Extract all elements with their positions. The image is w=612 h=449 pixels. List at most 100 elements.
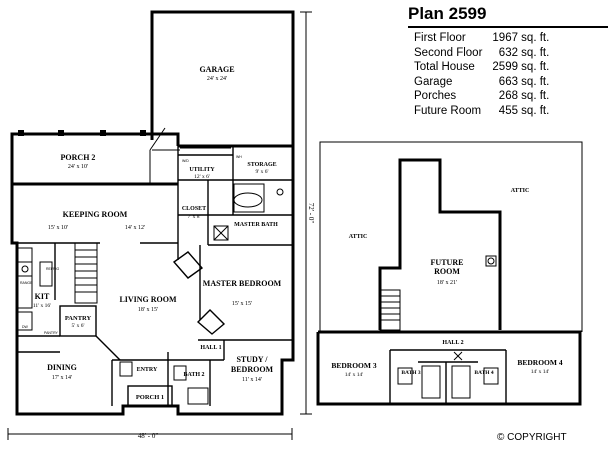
area-value: 632 sq. ft. [498, 46, 550, 59]
keeping-room-label: KEEPING ROOM [63, 210, 128, 219]
chimney-flue [487, 257, 495, 265]
pantry-label: PANTRY [65, 315, 92, 322]
attic-access-x [453, 351, 463, 361]
dining-size: 17' x 14' [52, 375, 72, 381]
area-value: 663 sq. ft. [498, 75, 550, 88]
area-label: First Floor [414, 32, 466, 44]
width-dimension: 48' - 0" [138, 432, 159, 440]
second-floor-plan: ATTIC ATTIC FUTURE ROOM 18' x 21' HALL 2… [316, 141, 583, 406]
area-label: Second Floor [414, 46, 483, 59]
porch2-size: 24' x 10' [68, 164, 88, 170]
utility-label: UTILITY [189, 167, 215, 173]
area-label: Future Room [414, 104, 482, 117]
bedroom3-label: BEDROOM 3 [331, 361, 376, 370]
dw-label: DW [22, 325, 29, 329]
pantry-fixture-label: PANTRY [44, 331, 59, 335]
garage-label: GARAGE [199, 65, 234, 74]
living-room-label: LIVING ROOM [119, 295, 177, 304]
attic-outline [319, 141, 583, 332]
area-label: Porches [414, 90, 457, 102]
porch1-outline [127, 385, 173, 407]
area-row: Second Floor 632 sq. ft. [414, 47, 549, 62]
living-room-size: 18' x 15' [138, 307, 158, 313]
attic-right-label: ATTIC [511, 188, 530, 194]
storage-label: STORAGE [247, 162, 276, 168]
fireplace-2 [196, 309, 226, 335]
burner [21, 265, 29, 273]
master-bedroom-label: MASTER BEDROOM [203, 279, 282, 288]
hall2-label: HALL 2 [442, 340, 463, 346]
angled-wall [95, 335, 121, 361]
wd-label: W/D [182, 159, 189, 163]
pantry-walls [59, 305, 97, 337]
bath2-label: BATH 2 [183, 372, 204, 378]
bedroom4-label: BEDROOM 4 [517, 358, 562, 367]
garage-size: 24' x 24' [207, 76, 227, 82]
area-value: 455 sq. ft. [498, 104, 550, 117]
vanity-4 [483, 367, 499, 385]
tub-surround [233, 183, 265, 213]
porch-post [140, 130, 146, 136]
future-room-walls [378, 158, 502, 330]
shower-x [213, 225, 229, 241]
bedroom3-size: 14' x 14' [345, 372, 363, 378]
porch-post [18, 130, 24, 136]
bath3-label: BATH 3 [401, 370, 421, 376]
area-table: First Floor 1967 sq. ft. Second Floor 632 … [414, 32, 549, 119]
area-label: Total House [414, 61, 475, 73]
stair [74, 242, 98, 304]
wh-label: WH [236, 155, 242, 159]
counter [17, 247, 33, 309]
bath4-label: BATH 4 [474, 370, 494, 376]
copyright-notice: © COPYRIGHT [497, 432, 567, 443]
first-floor-plan: GARAGE 24' x 24' PORCH 2 24' x 10' UTILI… [7, 10, 315, 440]
coat-closet [119, 361, 133, 377]
master-bath-label: MASTER BATH [234, 222, 278, 228]
range-label: RANGE [20, 281, 33, 285]
refrig-label: REFRIG [46, 267, 60, 271]
area-value: 1967 sq. ft. [492, 32, 550, 44]
garage-door-swing [149, 127, 166, 151]
chimney [485, 255, 497, 267]
tub-4 [451, 365, 471, 399]
area-row: First Floor 1967 sq. ft. [414, 32, 549, 47]
utility-size: 12' x 6' [194, 174, 210, 180]
area-value: 2599 sq. ft. [492, 61, 550, 73]
master-bedroom-size: 15' x 15' [232, 301, 252, 307]
area-row: Future Room 455 sq. ft. [414, 105, 549, 120]
kitchen-size: 11' x 16' [33, 303, 51, 309]
future-room-size: 18' x 21' [437, 280, 457, 286]
closet-label: CLOSET [182, 206, 206, 212]
stair-2 [379, 289, 401, 331]
hall1-label: HALL 1 [200, 345, 221, 351]
dining-label: DINING [47, 363, 77, 372]
whirlpool-tub [233, 192, 263, 208]
fireplace [172, 251, 204, 279]
area-row: Total House 2599 sq. ft. [414, 61, 549, 76]
tub [187, 387, 209, 405]
area-row: Garage 663 sq. ft. [414, 76, 549, 91]
toilet [276, 188, 284, 196]
entry-label: ENTRY [137, 367, 158, 373]
kitchen-label: KIT [35, 292, 50, 301]
porch1-label: PORCH 1 [136, 394, 164, 401]
porch-post [58, 130, 64, 136]
study-label-1: STUDY / [236, 355, 268, 364]
area-label: Garage [414, 75, 453, 88]
bedroom4-size: 14' x 14' [531, 369, 549, 375]
study-size: 11' x 14' [242, 377, 262, 383]
island [39, 261, 53, 287]
keeping-room-size-right: 14' x 12' [125, 225, 145, 231]
porch2-label: PORCH 2 [61, 153, 96, 162]
plan-title: Plan 2599 [408, 4, 608, 28]
vanity [397, 367, 413, 385]
attic-left-label: ATTIC [349, 234, 368, 240]
porch-post [100, 130, 106, 136]
stair-treads [75, 249, 97, 293]
house-outer-walls [10, 132, 295, 416]
stair-2-treads [380, 295, 400, 321]
area-value: 268 sq. ft. [498, 90, 550, 102]
storage-size: 9' x 6' [256, 169, 269, 175]
area-summary: Plan 2599 First Floor 1967 sq. ft. Second… [408, 4, 608, 119]
